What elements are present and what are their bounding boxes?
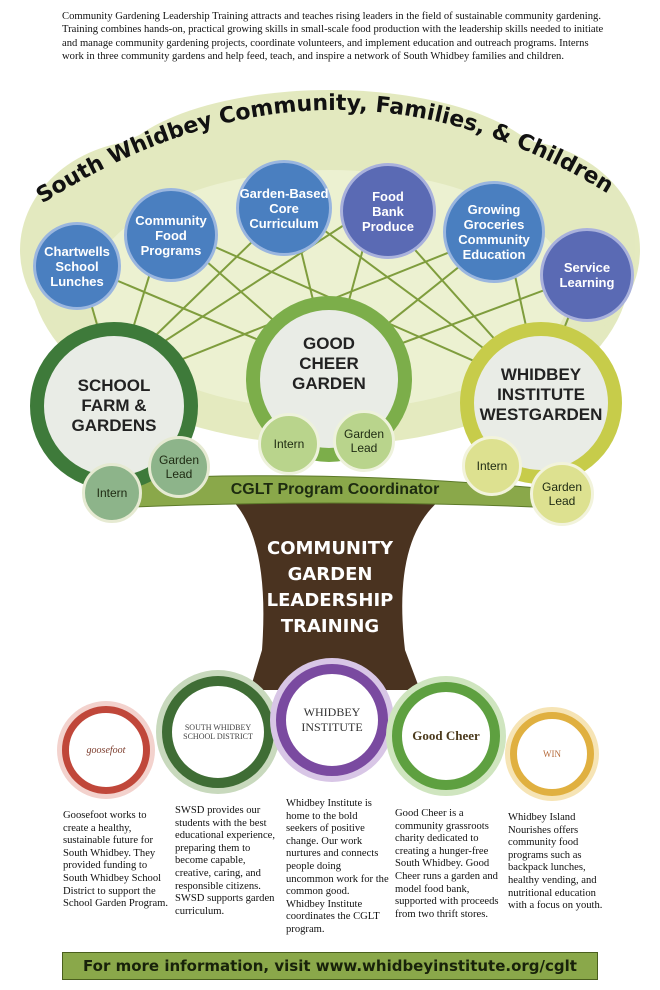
partner-desc-swsd: SWSD provides our students with the best… [175,805,275,917]
intro-paragraph: Community Gardening Leadership Training … [62,11,604,63]
topic-line: Bank [372,203,404,219]
topic-line: Produce [361,218,414,234]
footer-banner: For more information, visit www.whidbeyi… [62,952,598,980]
garden-label: INSTITUTE [497,385,585,404]
garden-label: CHEER [299,354,359,373]
goosefoot-logo: goosefoot [86,744,126,756]
lead-label: Garden [541,480,583,494]
partner-desc-whidbey-institute: Whidbey Institute is home to the bold se… [286,798,389,935]
intern-school-farm: Intern [82,463,142,523]
lead-label: Lead [165,467,193,481]
lead-label: Lead [350,441,378,455]
partner-good-cheer: Good Cheer [392,682,500,790]
topic-line: Garden-Based [239,185,329,201]
trunk-line: TRAINING [280,616,380,637]
arc-title: South Whidbey Community, Families, & Chi… [32,91,618,209]
garden-label: GARDENS [71,416,157,435]
topic-line: Service [563,260,611,275]
intern-good-cheer: Intern [258,413,320,475]
topic-line: Groceries [463,217,525,232]
partner-goosefoot: goosefoot [62,706,150,794]
partner-swsd: SOUTH WHIDBEY SCHOOL DISTRICT [162,676,274,788]
partner-desc-goosefoot: Goosefoot works to create a healthy, sus… [63,810,169,910]
garden-label: WESTGARDEN [479,405,603,424]
topic-line: Food [155,227,187,243]
whidbey-institute-logo: WHIDBEY INSTITUTE [301,705,363,734]
trunk-title: COMMUNITY GARDEN LEADERSHIP TRAINING [210,536,450,640]
program-coordinator: CGLT Program Coordinator [230,481,440,498]
topic-line: Education [462,247,526,262]
win-logo: WIN [543,749,561,759]
topic-line: Programs [140,242,202,258]
topic-line: School [55,258,99,274]
garden-label: FARM & [81,396,147,415]
topic-line: Chartwells [44,243,110,259]
topic-line: Food [372,188,404,204]
intern-whidbey-institute: Intern [462,436,522,496]
partner-whidbey-institute: WHIDBEY INSTITUTE [276,664,388,776]
lead-label: Lead [548,494,576,508]
topic-line: Lunches [50,273,104,289]
partner-desc-good-cheer: Good Cheer is a community grassroots cha… [395,808,499,920]
topic-line: Community [135,212,207,228]
trunk-line: GARDEN [287,564,373,585]
topic-line: Core [269,200,299,216]
partner-desc-win: Whidbey Island Nourishes offers communit… [508,812,603,912]
topic-line: Learning [559,275,615,290]
topic-line: Growing [467,202,521,217]
topic-line: Curriculum [249,215,319,231]
garden-label: SCHOOL [77,376,151,395]
intern-label: Intern [273,437,305,451]
lead-label: Garden [343,427,385,441]
intern-label: Intern [96,486,128,500]
intern-label: Intern [476,459,508,473]
garden-label: GOOD [303,334,355,353]
partner-whidbey-island-nourishes: WIN [510,712,594,796]
trunk-line: COMMUNITY [266,538,394,559]
good-cheer-logo: Good Cheer [412,728,480,743]
garden-label: WHIDBEY [500,365,582,384]
swsd-logo: SOUTH WHIDBEY SCHOOL DISTRICT [183,723,253,741]
trunk-line: LEADERSHIP [266,590,394,611]
garden-label: GARDEN [292,374,366,393]
lead-label: Garden [158,453,200,467]
footer-link-text[interactable]: For more information, visit www.whidbeyi… [83,957,577,975]
topic-line: Community [458,232,530,247]
